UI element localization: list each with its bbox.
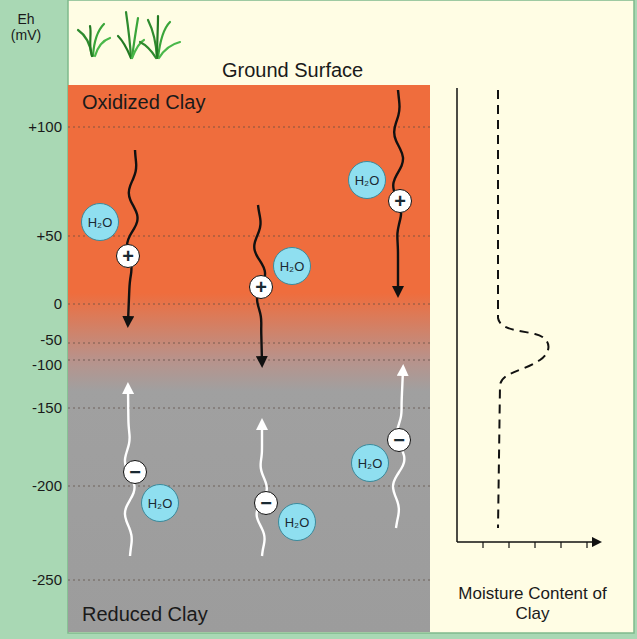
water-molecule: H₂O — [351, 444, 389, 482]
moisture-chart — [457, 88, 600, 548]
charge-sign: + — [255, 277, 267, 297]
molecule-label: H₂O — [285, 516, 310, 529]
tick-label: +50 — [4, 227, 62, 244]
tick-label: 0 — [4, 295, 62, 312]
charge-sign: + — [122, 246, 134, 266]
charge-sign: − — [260, 493, 272, 513]
tick-label: +100 — [4, 118, 62, 135]
molecule-label: H₂O — [280, 260, 305, 273]
tick-label: -150 — [4, 399, 62, 416]
negative-charge: − — [254, 491, 278, 515]
charge-sign: + — [394, 191, 406, 211]
molecule-label: H₂O — [358, 457, 383, 470]
clay-profile — [68, 85, 430, 632]
axis-title: Eh (mV) — [4, 11, 48, 43]
charge-sign: − — [393, 430, 405, 450]
clay-zone: Oxidized ClayH₂O + H₂O + H₂O + — [68, 85, 430, 330]
surface-label: Ground Surface — [222, 59, 432, 82]
grass — [78, 12, 180, 58]
panel — [68, 0, 634, 633]
water-molecule: H₂O — [141, 484, 179, 522]
negative-charge: − — [387, 428, 411, 452]
axis-title: Moisture Content of Clay — [440, 584, 625, 623]
tick-label: -50 — [4, 331, 62, 348]
positive-charge: + — [388, 189, 412, 213]
negative-charge: − — [123, 460, 147, 484]
tick-label: -200 — [4, 477, 62, 494]
tick-label: -100 — [4, 356, 62, 373]
positive-charge: + — [249, 275, 273, 299]
water-molecule: H₂O — [81, 203, 119, 241]
tick-label: -250 — [4, 571, 62, 588]
clay-zone: Reduced Clay−H₂O−H₂O−H₂O — [68, 330, 430, 632]
water-molecule: H₂O — [273, 247, 311, 285]
charge-sign: − — [129, 462, 141, 482]
water-molecule: H₂O — [348, 161, 386, 199]
water-flow-arrows — [125, 90, 404, 556]
positive-charge: + — [116, 244, 140, 268]
molecule-label: H₂O — [355, 174, 380, 187]
molecule-label: H₂O — [148, 497, 173, 510]
zone-label: Reduced Clay — [82, 603, 416, 626]
zone-label: Oxidized Clay — [82, 91, 416, 114]
molecule-label: H₂O — [88, 216, 113, 229]
grid-lines — [68, 127, 430, 580]
water-molecule: H₂O — [278, 503, 316, 541]
